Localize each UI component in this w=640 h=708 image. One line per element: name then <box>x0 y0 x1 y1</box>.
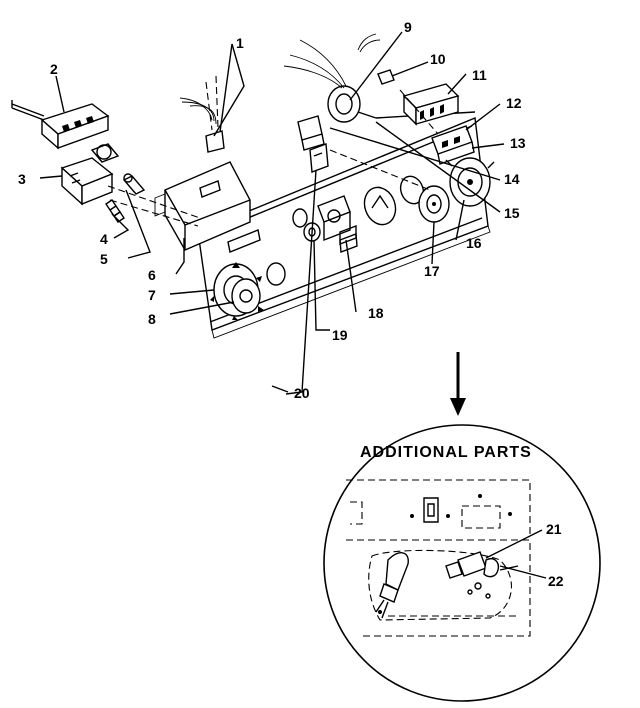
additional-parts-inset: ADDITIONAL PARTS <box>323 424 601 702</box>
callout-21: 21 <box>546 521 562 537</box>
motor-9 <box>283 39 476 123</box>
switch-block-3 <box>60 143 120 206</box>
knob-15-17 <box>418 185 450 223</box>
callout-7: 7 <box>148 287 156 303</box>
switch-20 <box>297 115 329 173</box>
callout-19: 19 <box>332 327 348 343</box>
rotary-switch-18 <box>317 195 357 246</box>
inset-heading: ADDITIONAL PARTS <box>360 444 532 461</box>
sleeve-10 <box>357 33 395 85</box>
callout-22: 22 <box>548 573 564 589</box>
callout-10: 10 <box>430 51 446 67</box>
callout-14: 14 <box>504 171 520 187</box>
callout-13: 13 <box>510 135 526 151</box>
callout-17: 17 <box>424 263 440 279</box>
callout-20: 20 <box>294 385 310 401</box>
callout-16: 16 <box>466 235 482 251</box>
callout-5: 5 <box>100 251 108 267</box>
callout-18: 18 <box>368 305 384 321</box>
callout-9: 9 <box>404 19 412 35</box>
callout-15: 15 <box>504 205 520 221</box>
callout-12: 12 <box>506 95 522 111</box>
callout-11: 11 <box>472 67 487 83</box>
arrow-down-icon <box>450 352 466 416</box>
pin-5 <box>122 173 146 195</box>
callout-8: 8 <box>148 311 156 327</box>
switch-12-13 <box>431 125 475 165</box>
callout-6: 6 <box>148 267 156 283</box>
terminal-block-2 <box>11 100 110 150</box>
connector-11 <box>402 83 460 126</box>
lamp-socket <box>375 552 409 619</box>
callout-4: 4 <box>100 231 108 247</box>
callout-3: 3 <box>18 171 26 187</box>
callout-2: 2 <box>50 61 58 77</box>
knob-14-16 <box>445 157 495 207</box>
leader-lines <box>39 31 505 395</box>
lamp-bulb-21-22 <box>445 551 519 599</box>
callout-1: 1 <box>236 35 244 51</box>
callout-numbers: 1 2 3 4 5 6 7 8 9 10 11 12 13 14 15 16 1… <box>18 19 526 401</box>
wire-box-1 <box>154 75 251 251</box>
